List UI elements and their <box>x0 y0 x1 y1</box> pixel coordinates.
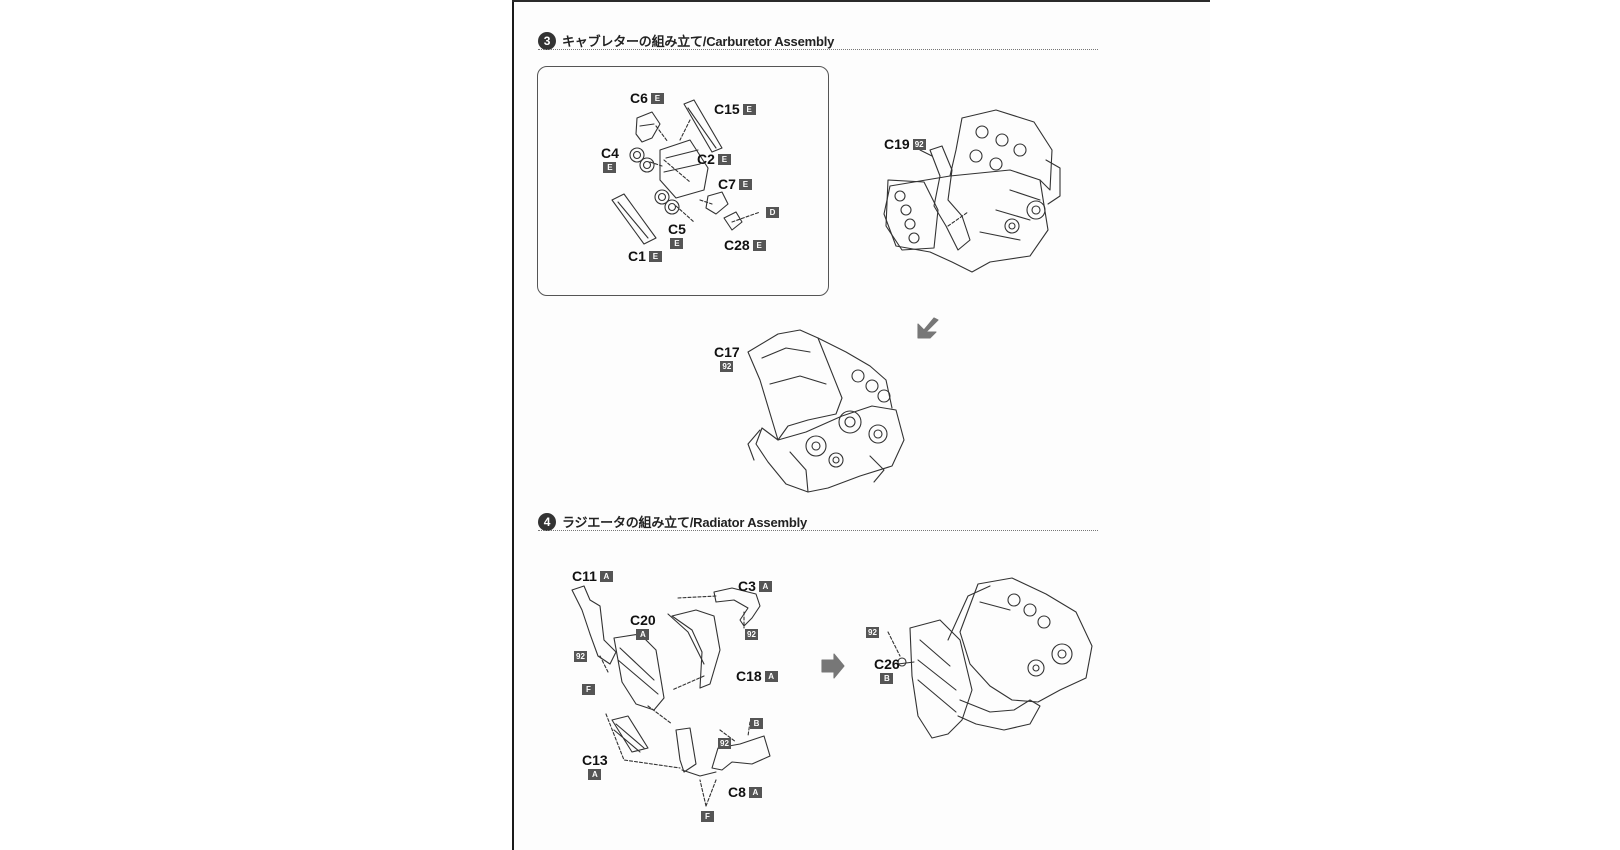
runner-code-f-left: F <box>582 684 595 695</box>
part-number: C15 <box>714 101 740 117</box>
part-c1 <box>611 193 657 245</box>
runner-code: A <box>764 670 778 682</box>
label-c5: C5 E <box>668 221 686 249</box>
part-c7 <box>705 191 729 215</box>
finish-code-c3: 92 <box>745 629 758 640</box>
part-c15 <box>683 99 723 153</box>
finish-code: 92 <box>720 361 734 372</box>
section-4-title: ラジエータの組み立て/Radiator Assembly <box>562 515 808 530</box>
page-edge <box>512 0 514 850</box>
part-number: C17 <box>714 344 740 360</box>
finish-code: 92 <box>912 138 926 150</box>
part-number: C19 <box>884 136 910 152</box>
part-c19 <box>929 145 971 251</box>
part-number: C18 <box>736 668 762 684</box>
part-number: C13 <box>582 752 608 768</box>
part-c18 <box>671 609 721 689</box>
flow-arrow-icon <box>821 653 845 679</box>
page-edge <box>512 0 1210 2</box>
label-c3: C3 A <box>738 578 772 594</box>
part-number: C26 <box>874 656 900 672</box>
section-4-heading: 4 ラジエータの組み立て/Radiator Assembly <box>538 512 807 531</box>
runner-code: E <box>648 250 662 262</box>
part-c20 <box>613 633 665 711</box>
label-c15: C15 E <box>714 101 756 117</box>
part-c8 <box>711 735 771 771</box>
part-c4 <box>629 147 645 163</box>
finish-code-c26: 92 <box>866 627 879 638</box>
part-number: C3 <box>738 578 756 594</box>
runner-code: A <box>748 786 762 798</box>
label-c17: C17 92 <box>714 344 740 372</box>
label-c19: C19 92 <box>884 136 926 152</box>
step-4-badge: 4 <box>538 512 556 531</box>
part-c3 <box>713 587 761 627</box>
label-c13: C13 A <box>582 752 608 780</box>
runner-code: A <box>588 769 602 780</box>
label-c6: C6 E <box>630 90 664 106</box>
part-number: C11 <box>572 568 597 584</box>
runner-code: E <box>717 153 731 165</box>
runner-code: E <box>603 162 617 173</box>
flow-arrow-icon <box>917 317 939 339</box>
part-number: C6 <box>630 90 648 106</box>
label-c2: C2 E <box>697 151 731 167</box>
part-c5 <box>654 189 670 205</box>
runner-code: A <box>636 629 650 640</box>
part-c6 <box>635 111 661 143</box>
runner-code: E <box>738 178 752 190</box>
label-c18: C18 A <box>736 668 778 684</box>
runner-code-f-bottom: F <box>701 811 714 822</box>
section-4-divider <box>538 530 1098 531</box>
carburetor-subassembly-box <box>537 66 829 296</box>
part-number: C4 <box>601 145 619 161</box>
label-c11: C11 A <box>572 568 613 584</box>
runner-code: E <box>752 239 766 251</box>
runner-code: A <box>599 570 613 582</box>
runner-code: A <box>758 580 772 592</box>
runner-code: E <box>742 103 756 115</box>
carburetor-exploded-parts <box>611 99 761 245</box>
part-number: C20 <box>630 612 656 628</box>
label-c28: C28 E <box>724 237 766 253</box>
section-3-divider <box>538 49 1098 50</box>
step-3-badge: 3 <box>538 31 556 50</box>
part-number: C1 <box>628 248 646 264</box>
part-c2 <box>659 139 709 199</box>
part-c26 <box>897 657 907 667</box>
part-number: C5 <box>668 221 686 237</box>
label-c20: C20 A <box>630 612 656 640</box>
part-c13 <box>611 715 649 753</box>
runner-code: E <box>650 92 664 104</box>
finish-code-hose: 92 <box>718 738 731 749</box>
label-c4: C4 E <box>601 145 619 173</box>
engine-with-c17 <box>747 329 905 493</box>
runner-code-b: B <box>750 718 763 729</box>
part-c28 <box>723 211 743 231</box>
label-c8: C8 A <box>728 784 762 800</box>
runner-code: B <box>880 673 894 684</box>
part-c17 <box>747 329 843 441</box>
part-number: C8 <box>728 784 746 800</box>
radiator-final-assembly <box>887 577 1093 739</box>
section-3-title: キャブレターの組み立て/Carburetor Assembly <box>562 34 835 49</box>
label-c1: C1 E <box>628 248 662 264</box>
part-number: C2 <box>697 151 715 167</box>
radiator-exploded-parts <box>571 585 771 807</box>
label-c7: C7 E <box>718 176 752 192</box>
finish-code-c11: 92 <box>574 651 587 662</box>
section-3-heading: 3 キャブレターの組み立て/Carburetor Assembly <box>538 31 834 50</box>
runner-code: E <box>670 238 684 249</box>
engine-with-c19 <box>883 109 1061 273</box>
label-c26: C26 B <box>874 656 900 684</box>
part-number: C28 <box>724 237 750 253</box>
part-number: C7 <box>718 176 736 192</box>
runner-code-d: D <box>766 207 779 218</box>
